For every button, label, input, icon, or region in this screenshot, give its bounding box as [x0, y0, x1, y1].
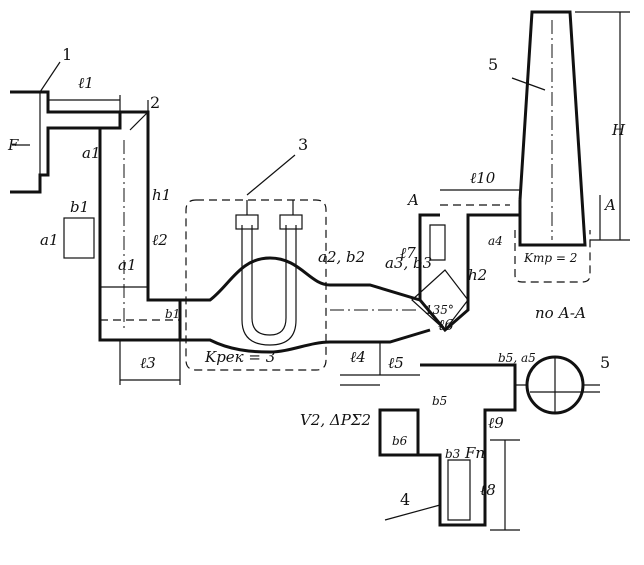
- part-5-chimney: [514, 10, 630, 283]
- label-v2: V2, ΔPΣ2: [300, 411, 371, 429]
- label-b1-small: b1: [165, 307, 180, 321]
- label-H: H: [611, 121, 626, 139]
- label-A-right: A: [603, 196, 616, 214]
- dimension-lines: [48, 95, 520, 386]
- label-Fn: Fп: [464, 444, 485, 462]
- label-l4: ℓ4: [350, 348, 366, 366]
- leader-lines: [39, 61, 600, 521]
- label-l6: ℓ6: [438, 316, 454, 334]
- label-a1-top: a1: [82, 144, 101, 162]
- section-a-a: [378, 355, 600, 531]
- label-l9: ℓ9: [488, 414, 504, 432]
- part-3-recuperator: [180, 154, 331, 371]
- label-l7: ℓ7: [400, 244, 416, 262]
- label-k-tr: Kтр = 2: [523, 251, 577, 265]
- b1-rect: [63, 217, 95, 259]
- label-l5: ℓ5: [388, 354, 404, 372]
- label-a4: a4: [488, 234, 503, 248]
- part-label-1: 1: [62, 45, 72, 64]
- label-section: по А-А: [535, 304, 586, 322]
- label-a1-mid: a1: [118, 256, 137, 274]
- label-a3b3: a3, b3: [385, 254, 432, 272]
- label-l1: ℓ1: [78, 74, 94, 92]
- label-h2: h2: [468, 266, 487, 284]
- part-2-vertical-duct: [98, 110, 182, 342]
- label-l2: ℓ2: [152, 231, 168, 249]
- middle-ducts: [330, 213, 440, 376]
- part-label-4: 4: [400, 490, 410, 509]
- part-label-5-top: 5: [488, 55, 498, 74]
- part-label-3: 3: [298, 135, 308, 154]
- label-l8: ℓ8: [480, 481, 496, 499]
- part-label-2: 2: [150, 93, 160, 112]
- label-A-left: A: [406, 191, 419, 209]
- label-h1: h1: [152, 186, 171, 204]
- label-l10: ℓ10: [470, 169, 496, 187]
- label-l3: ℓ3: [140, 354, 156, 372]
- label-b1: b1: [70, 198, 89, 216]
- label-k-rek: Kрек = 3: [204, 348, 275, 366]
- label-angle: 135°: [425, 303, 454, 317]
- label-b3: b3: [445, 447, 461, 461]
- label-a2b2: a2, b2: [318, 248, 365, 266]
- label-b5: b5: [432, 394, 447, 408]
- label-b6: b6: [392, 434, 408, 448]
- part-label-5-bottom: 5: [600, 353, 610, 372]
- label-a1-left: a1: [40, 231, 59, 249]
- labels: 1 2 3 4 5 5 F ℓ1 a1 b1 a1 a1 h1 ℓ2 b1 ℓ3…: [7, 45, 626, 509]
- label-b5a5: b5, a5: [498, 351, 536, 365]
- part-1-source: [10, 90, 122, 259]
- label-F: F: [7, 136, 19, 154]
